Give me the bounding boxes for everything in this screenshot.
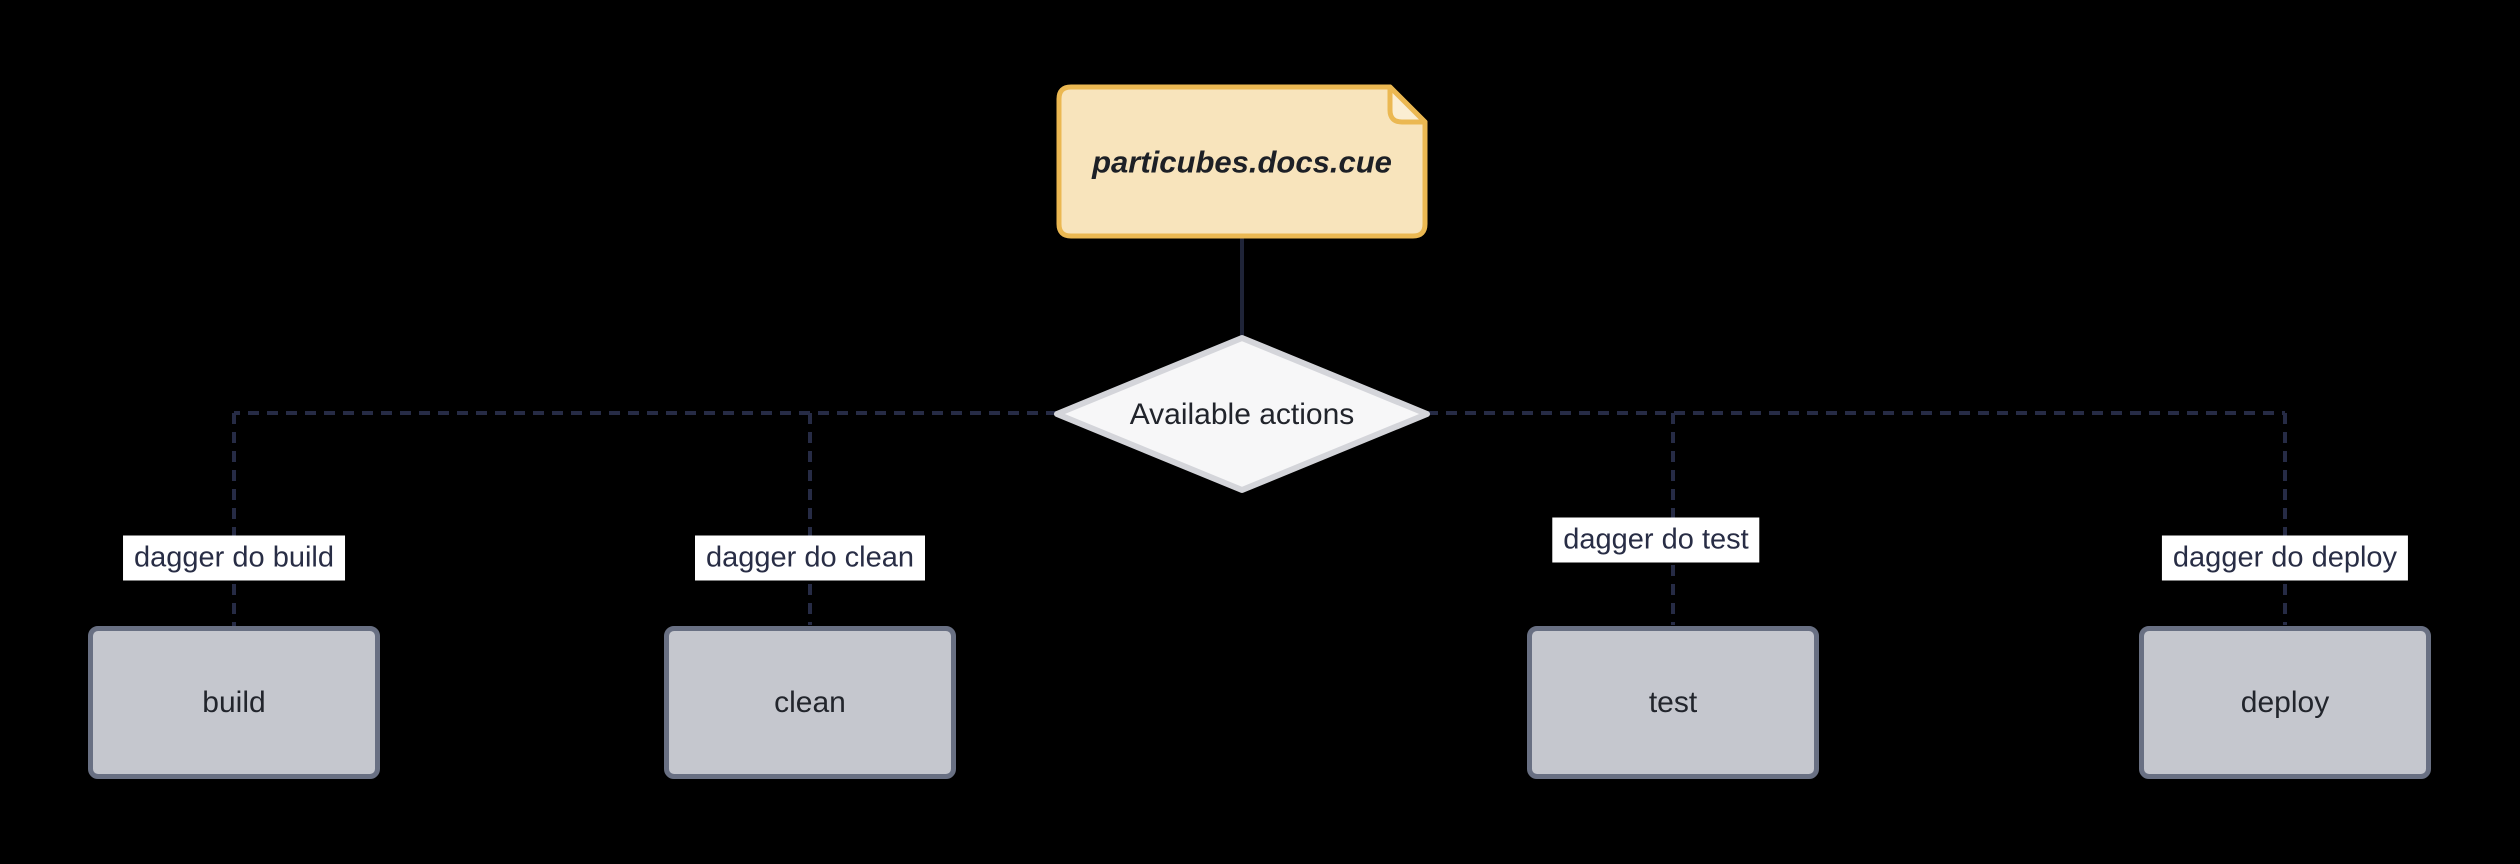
- decision-node-shape: [1054, 335, 1430, 493]
- action-node-clean: clean: [664, 626, 956, 779]
- file-node-label: particubes.docs.cue: [1092, 144, 1392, 180]
- edge-label-dagger-do-build: dagger do build: [123, 535, 345, 581]
- edge-label-dagger-do-deploy: dagger do deploy: [2161, 535, 2409, 581]
- action-node-test: test: [1527, 626, 1819, 779]
- action-node-build-label: build: [202, 685, 266, 719]
- file-node-shape: [1056, 84, 1428, 239]
- action-node-build: build: [88, 626, 380, 779]
- dashed-edges-group: [232, 411, 2287, 626]
- action-node-deploy-label: deploy: [2240, 685, 2330, 719]
- action-node-clean-label: clean: [774, 685, 846, 719]
- file-node-body: [1056, 84, 1428, 239]
- edge-label-dagger-do-clean: dagger do clean: [695, 535, 925, 581]
- decision-node-label: Available actions: [1129, 398, 1355, 431]
- action-node-test-label: test: [1648, 685, 1698, 719]
- action-node-deploy: deploy: [2139, 626, 2431, 779]
- file-node-fold-corner: [1387, 84, 1428, 125]
- edge-label-dagger-do-test: dagger do test: [1552, 517, 1760, 563]
